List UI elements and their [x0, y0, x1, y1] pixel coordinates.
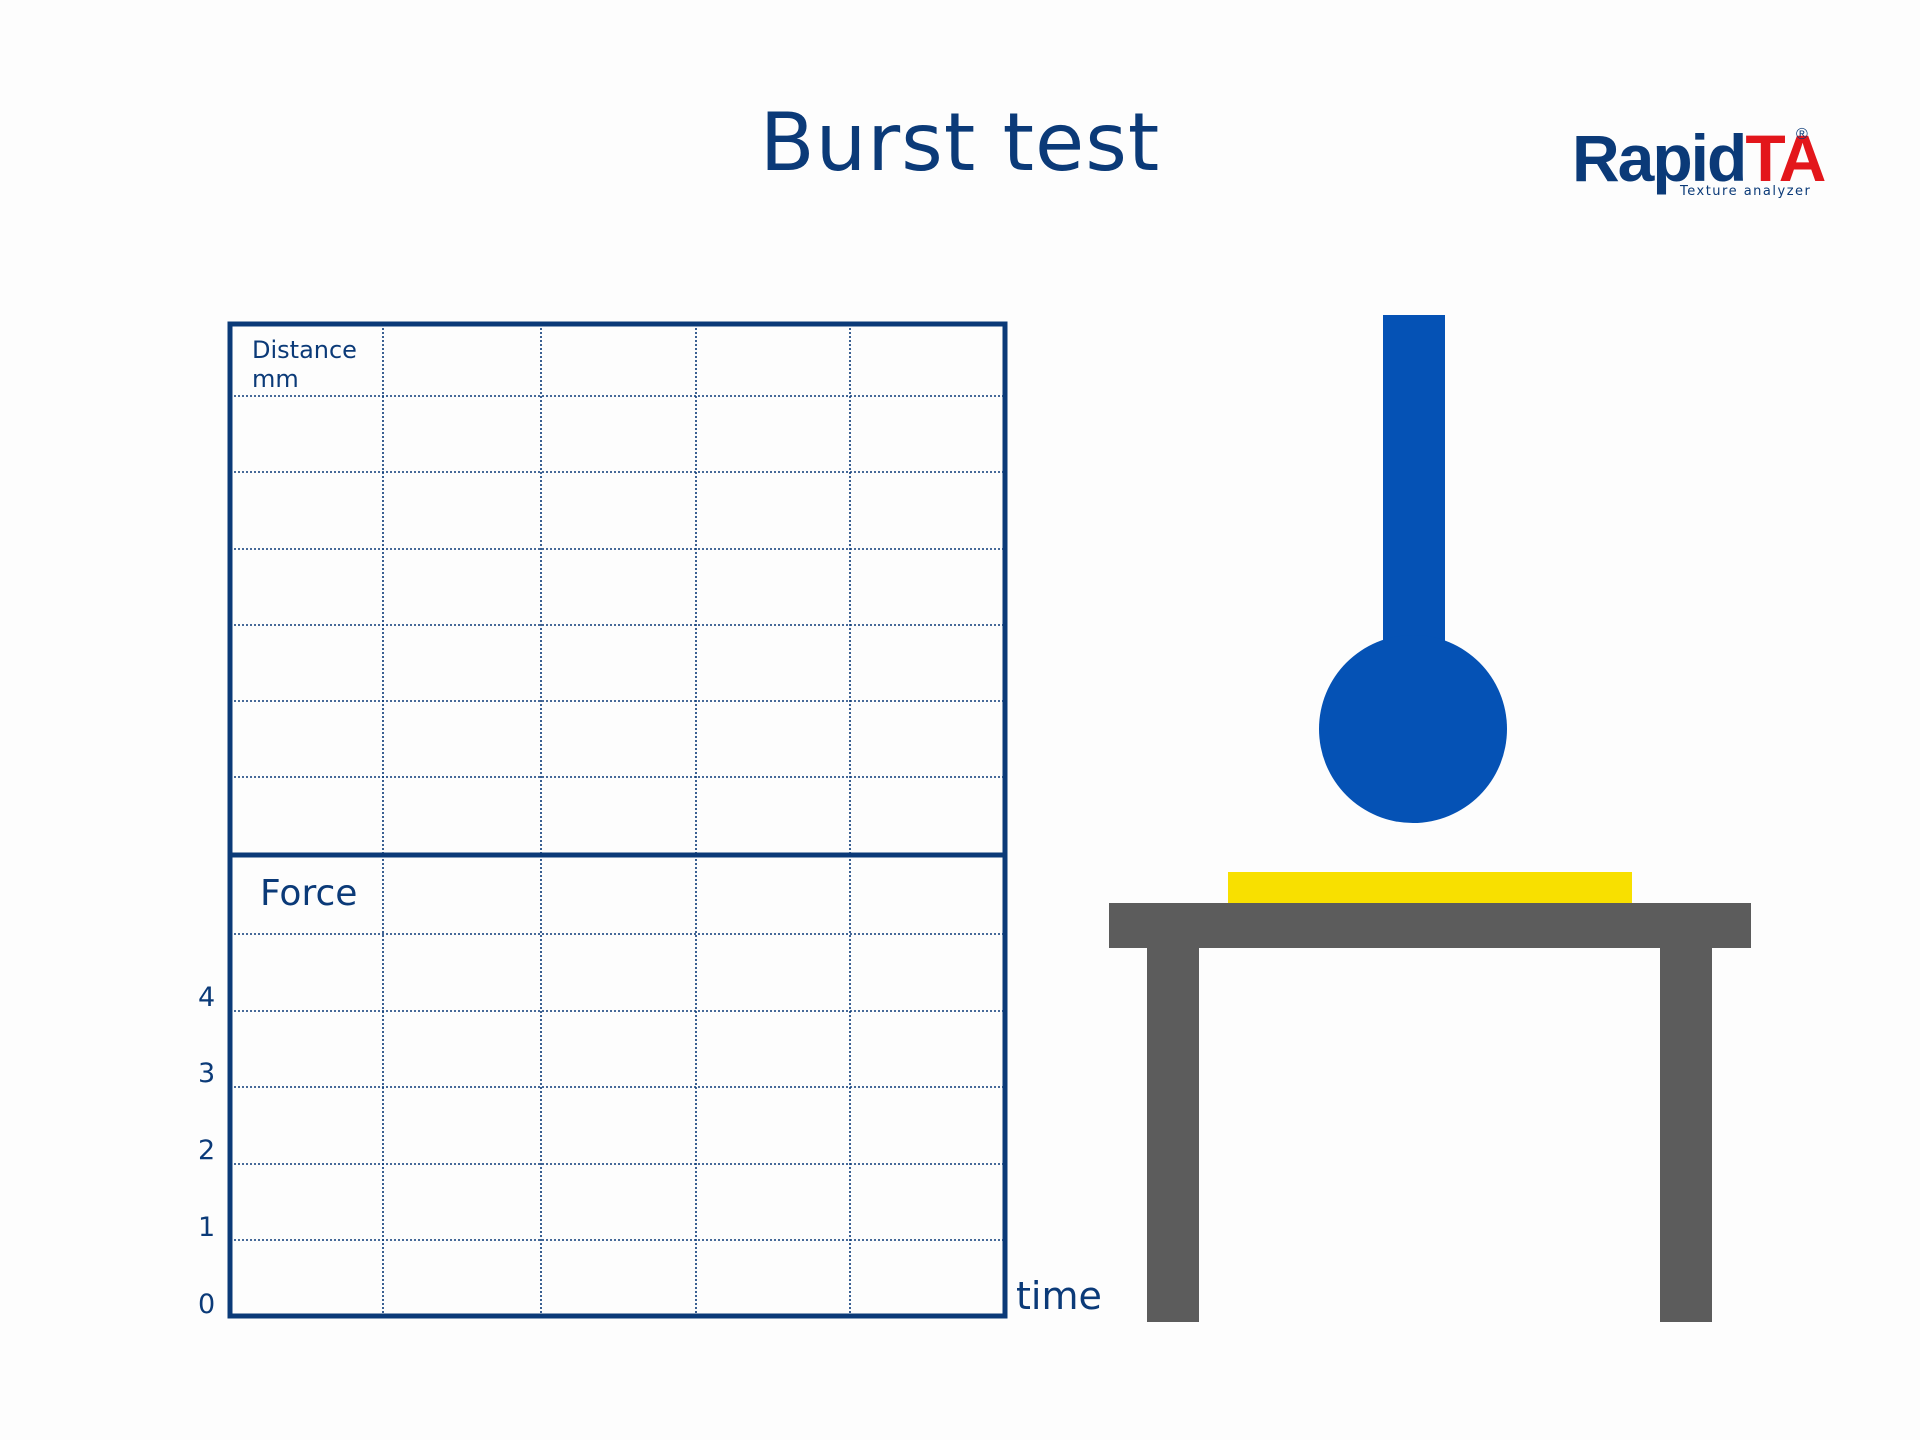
logo-subtitle: Texture analyzer: [1680, 184, 1812, 199]
page-title: Burst test: [759, 96, 1161, 189]
logo-main-text: Rapid: [1572, 121, 1747, 195]
time-axis-label: time: [1016, 1274, 1102, 1318]
table-leg-left: [1147, 946, 1199, 1322]
table-top: [1109, 903, 1751, 948]
table-leg-right: [1660, 946, 1712, 1322]
logo-accent-text: TA: [1745, 121, 1826, 195]
distance-label-unit: mm: [252, 365, 299, 393]
sample-slab-icon: [1228, 872, 1632, 903]
grid-lines: [230, 324, 1005, 1316]
force-tick-label: 3: [198, 1058, 216, 1089]
force-tick-label: 0: [198, 1289, 216, 1320]
rapidta-logo: RapidTA ® Texture analyzer: [1572, 118, 1832, 208]
probe-shaft: [1383, 315, 1445, 655]
force-tick-label: 1: [198, 1212, 216, 1243]
table-stand-icon: [1109, 903, 1751, 1322]
distance-label-line1: Distance: [252, 336, 357, 364]
force-panel-frame: [227, 852, 1008, 1319]
force-tick-label: 4: [198, 982, 216, 1013]
logo-wordmark: RapidTA: [1572, 118, 1826, 198]
ball-probe-icon: [1319, 315, 1507, 823]
logo-registered-mark: ®: [1796, 126, 1808, 143]
force-tick-label: 2: [198, 1135, 216, 1166]
force-axis-label: Force: [260, 873, 358, 914]
distance-axis-label: Distance mm: [252, 336, 357, 394]
probe-ball: [1319, 635, 1507, 823]
